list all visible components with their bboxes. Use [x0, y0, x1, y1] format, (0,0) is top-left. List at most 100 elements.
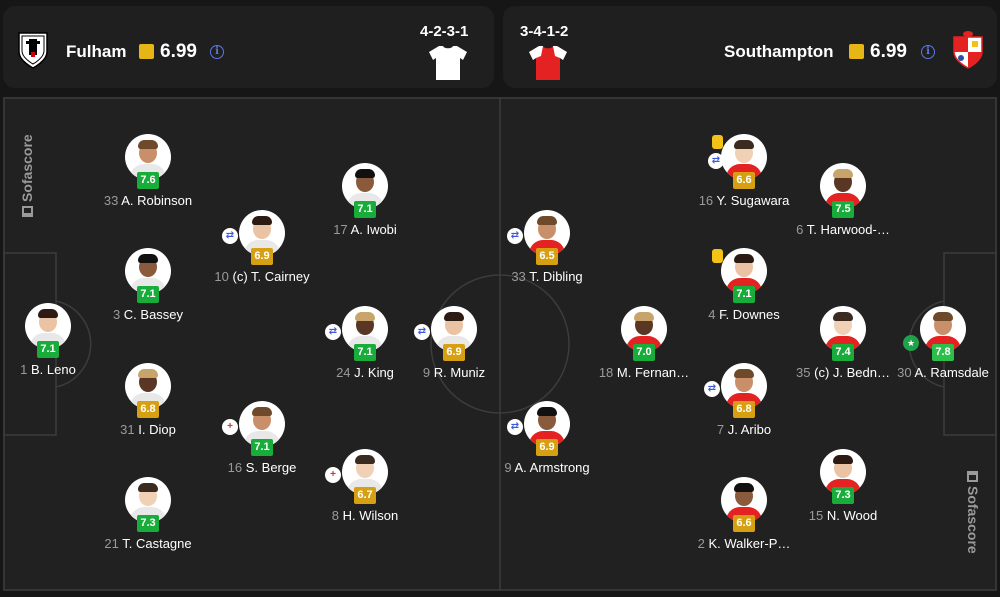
sofascore-watermark-left: Sofascore: [19, 134, 35, 217]
substitution-icon: ⇄: [507, 228, 523, 244]
player-label: 1 B. Leno: [3, 362, 138, 377]
yellow-card-icon: [712, 249, 723, 263]
player-photo[interactable]: [342, 163, 388, 209]
player-number: 8: [331, 508, 339, 523]
player-label: 9 R. Muniz: [364, 365, 544, 380]
player-number: 10: [214, 269, 229, 284]
home-team-rating: 6.99: [160, 41, 197, 62]
away-team-bar: 3-4-1-2 Southampton 6.99 i: [503, 6, 997, 88]
player-rating: 6.9: [251, 248, 273, 265]
substitution-icon: ⇄: [414, 324, 430, 340]
substitution-icon: ⇄: [325, 324, 341, 340]
player-label: 7 J. Aribo: [654, 422, 834, 437]
player-number: 9: [504, 460, 512, 475]
player-number: 4: [708, 307, 716, 322]
substitution-icon: ⇄: [507, 419, 523, 435]
player-rating: 6.9: [443, 344, 465, 361]
player-name: I. Diop: [138, 422, 176, 437]
southampton-crest-icon[interactable]: [951, 30, 985, 70]
player-name: J. King: [354, 365, 394, 380]
player-name: (c) T. Cairney: [232, 269, 310, 284]
player-label: 10 (c) T. Cairney: [172, 269, 352, 284]
player-rating: 7.4: [832, 344, 854, 361]
player-rating: 7.6: [137, 172, 159, 189]
player-photo[interactable]: [621, 306, 667, 352]
player-rating: 7.0: [633, 344, 655, 361]
player-label: 24 J. King: [275, 365, 455, 380]
player-number: 17: [333, 222, 348, 237]
player-name: T. Harwood-…: [806, 222, 890, 237]
player-name: K. Walker-P…: [708, 536, 791, 551]
player-name: T. Castagne: [122, 536, 192, 551]
player-bassey[interactable]: 7.1 3 C. Bassey: [78, 248, 218, 322]
player-rating: 7.1: [733, 286, 755, 303]
substitution-icon: ⇄: [708, 153, 724, 169]
player-rating: 6.8: [733, 401, 755, 418]
player-number: 16: [227, 460, 243, 475]
player-rating: 6.6: [733, 172, 755, 189]
player-label: 16 S. Berge: [172, 460, 352, 475]
assist-icon: +: [222, 419, 238, 435]
player-rating: 7.3: [137, 515, 159, 532]
player-rating: 7.1: [354, 201, 376, 218]
home-info-icon[interactable]: i: [210, 45, 224, 59]
player-name: T. Dibling: [529, 269, 583, 284]
player-number: 35: [796, 365, 811, 380]
player-rating: 7.8: [932, 344, 954, 361]
player-number: 24: [336, 365, 351, 380]
player-number: 21: [104, 536, 119, 551]
player-rating: 7.3: [832, 487, 854, 504]
away-kit-icon: [529, 46, 567, 80]
player-label: 8 H. Wilson: [275, 508, 455, 523]
player-label: 31 I. Diop: [58, 422, 238, 437]
fulham-crest-icon[interactable]: [16, 30, 50, 70]
player-rating: 6.6: [733, 515, 755, 532]
watermark-text: Sofascore: [19, 134, 35, 202]
player-of-the-match-icon: ★: [903, 335, 919, 351]
player-rating: 7.1: [37, 341, 59, 358]
player-name: H. Wilson: [342, 508, 399, 523]
player-rating: 7.1: [354, 344, 376, 361]
player-name: M. Fernan…: [616, 365, 690, 380]
player-name: C. Bassey: [123, 307, 184, 322]
player-label: 17 A. Iwobi: [275, 222, 455, 237]
player-number: 3: [112, 307, 121, 322]
player-castagne[interactable]: 7.3 21 T. Castagne: [78, 477, 218, 551]
away-team-name[interactable]: Southampton: [724, 42, 834, 61]
player-cairney[interactable]: 6.9 10 (c) T. Cairney ⇄: [192, 210, 332, 284]
sofascore-logo-icon: [22, 206, 33, 217]
player-label: 9 A. Armstrong: [457, 460, 637, 475]
home-team-name[interactable]: Fulham: [66, 42, 127, 61]
player-rating: 7.1: [137, 286, 159, 303]
player-rating: 6.5: [536, 248, 558, 265]
player-label: 3 C. Bassey: [58, 307, 238, 322]
player-label: 33 A. Robinson: [58, 193, 238, 208]
away-rating-swatch: [849, 44, 864, 59]
player-name: Y. Sugawara: [716, 193, 790, 208]
player-rating: 7.1: [251, 439, 273, 456]
away-info-icon[interactable]: i: [921, 45, 935, 59]
substitution-icon: ⇄: [222, 228, 238, 244]
home-team-bar: Fulham 6.99 i 4-2-3-1: [3, 6, 494, 88]
